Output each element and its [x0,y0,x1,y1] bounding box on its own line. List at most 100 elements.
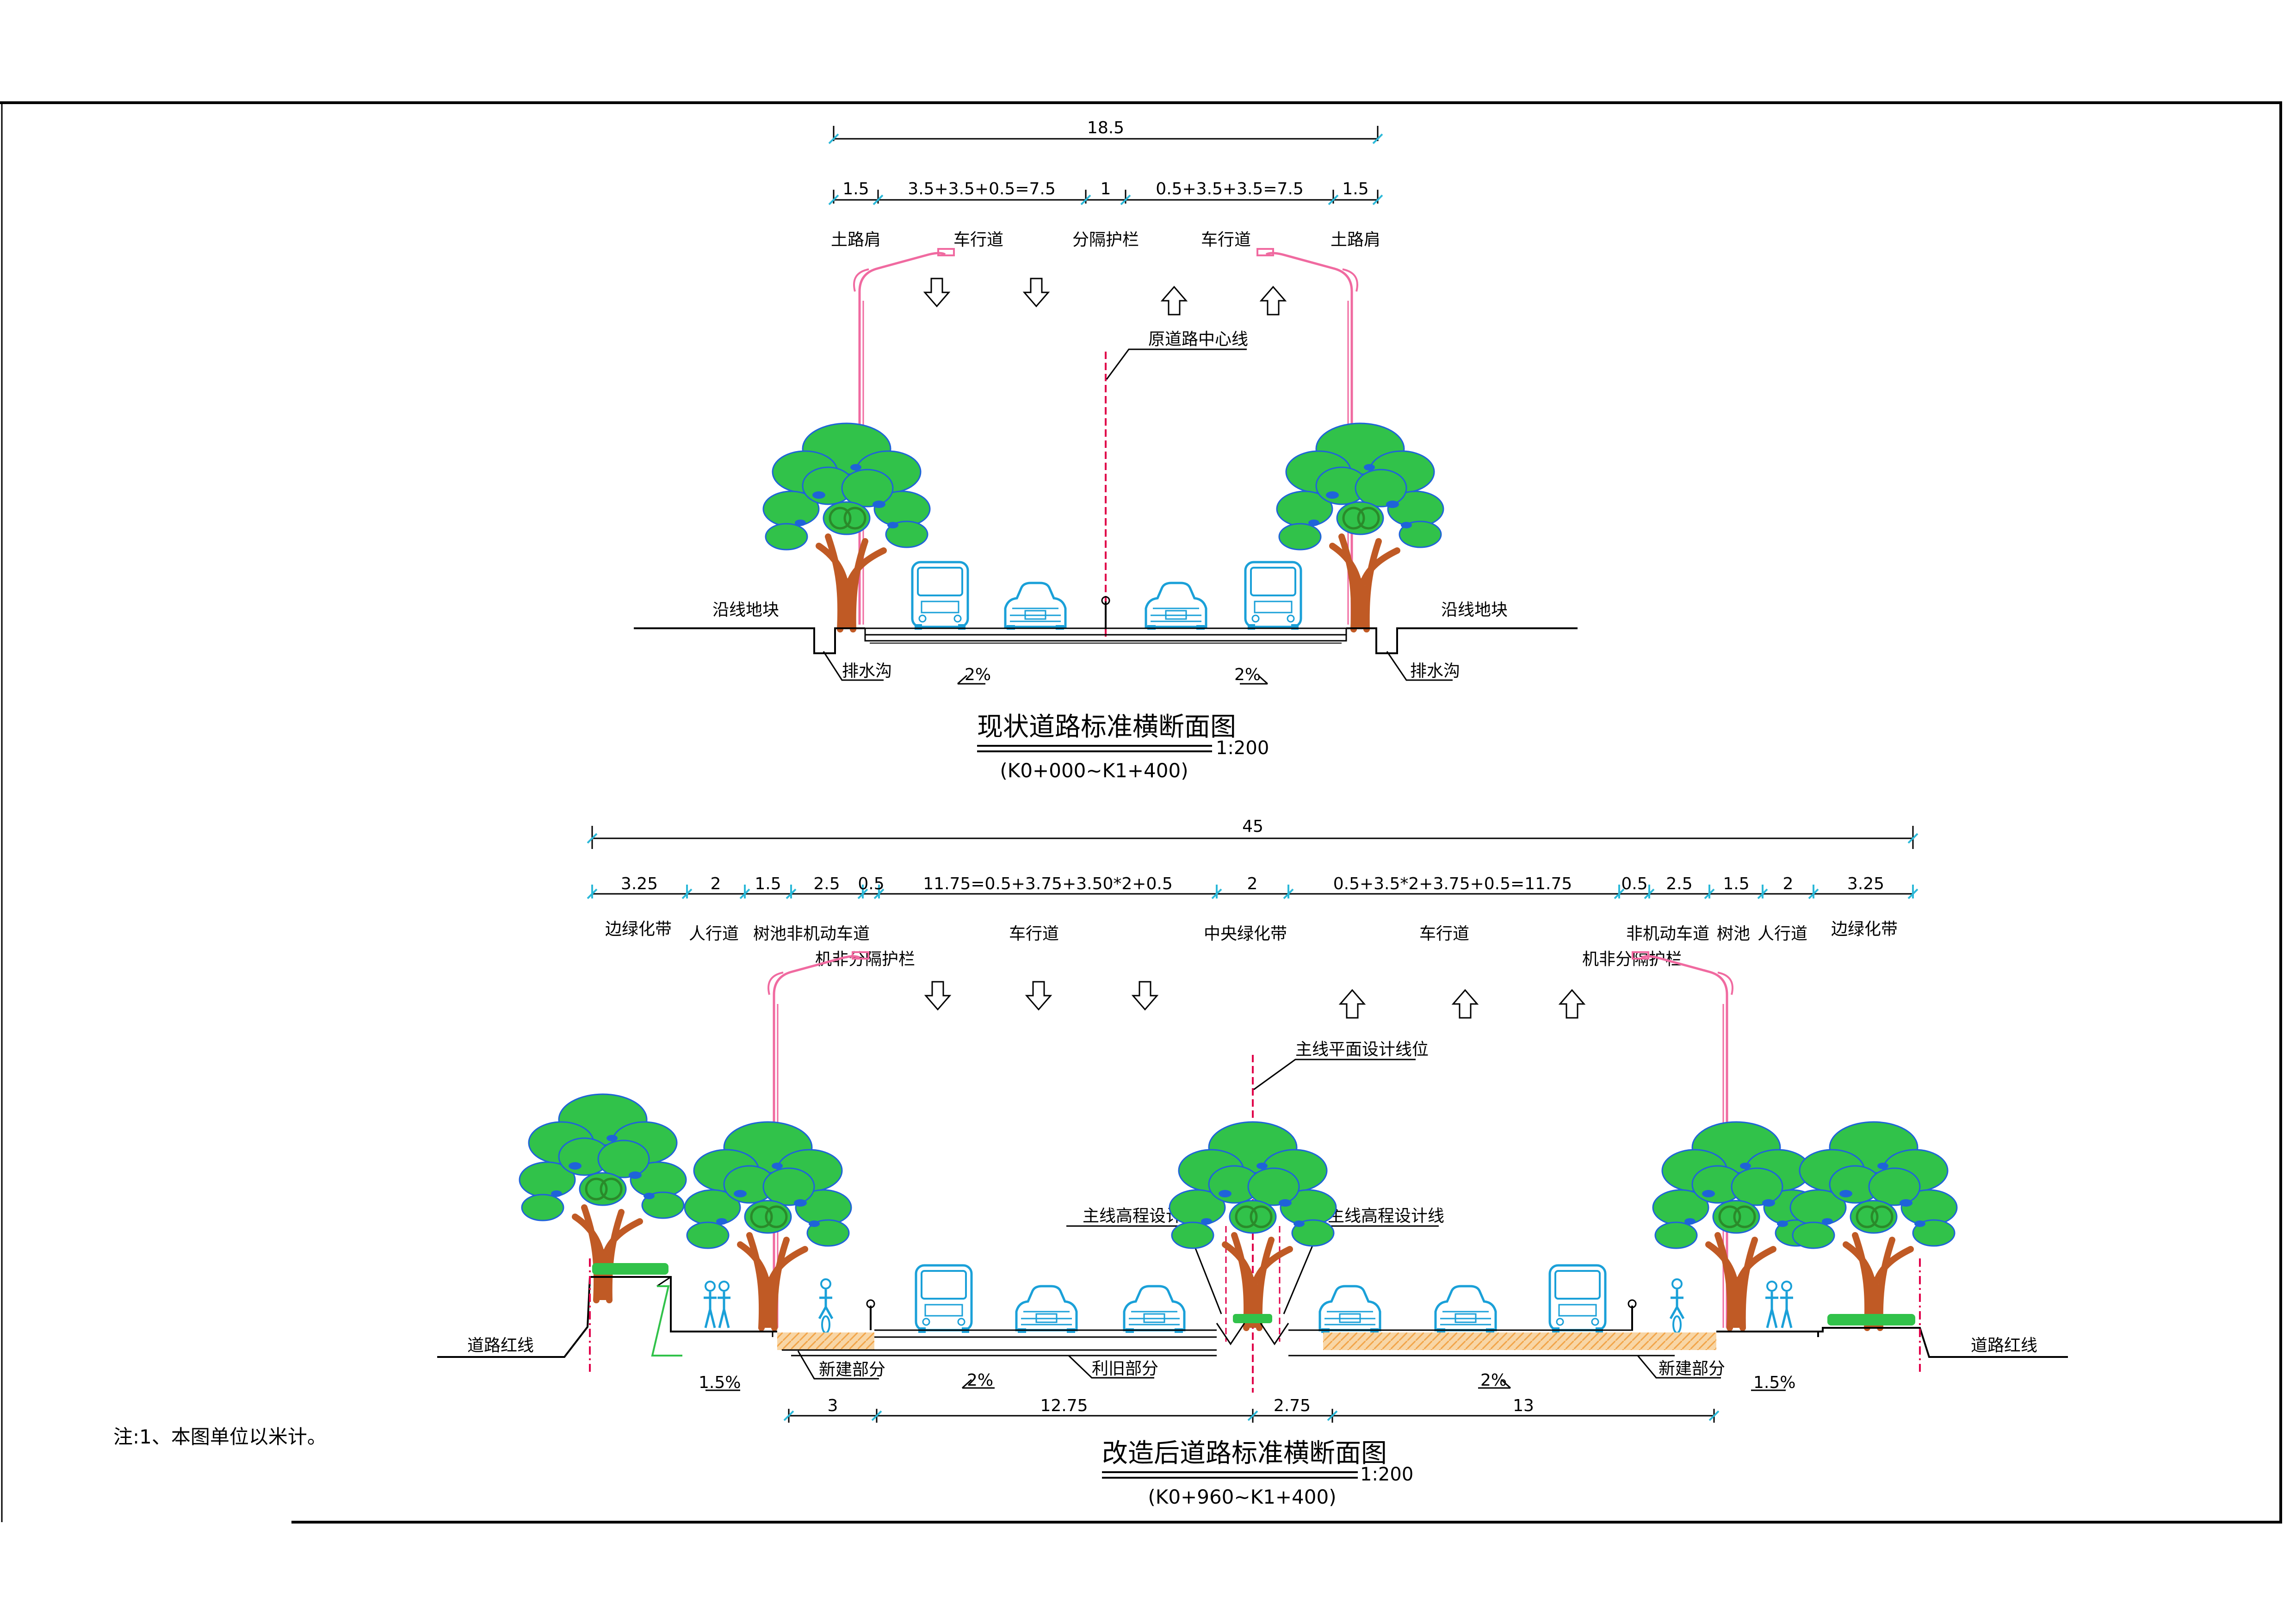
bottom-label-left-walk: 人行道 [689,924,739,943]
bottom-car-right-1 [1320,1286,1380,1333]
bottom-label-left-nonmotor: 非机动车道 [786,924,870,943]
bottom-cyclist-left [819,1279,832,1333]
bottom-label-right-pool: 树池 [1717,924,1750,943]
bottom-new-label-right: 新建部分 [1659,1359,1725,1378]
bottom-pedestrian-left-1 [704,1282,717,1328]
bottom-dim-2: 2 [711,874,721,893]
bottom-arrow-up-1 [1339,989,1365,1019]
bottom-label-left-green: 边绿化带 [605,920,672,939]
top-arrow-up-2 [1260,286,1286,316]
bottom-lower-dim-4: 13 [1513,1396,1534,1415]
bottom-scale: 1:200 [1360,1464,1413,1485]
reconstructed-road-section: 45 3.25 2 1.5 2.5 0.5 11.75=0.5+3.75+3.5… [437,817,2068,1508]
bottom-lower-dim-1: 3 [828,1396,838,1415]
dimension-tick [873,885,885,899]
bottom-direction-arrows [925,981,1585,1019]
bottom-car-left-2 [1124,1286,1184,1333]
bottom-label-right-nonmotor: 非机动车道 [1626,924,1709,943]
bottom-label-left-road: 车行道 [1009,924,1059,943]
bottom-dim-12: 2 [1783,874,1794,893]
bottom-dim-9: 0.5 [1621,874,1647,893]
top-side-labels: 沿线地块 沿线地块 排水沟 排水沟 2% 2% [712,601,1508,685]
top-label-road-right: 车行道 [1201,230,1251,249]
bottom-red-line-right: 道路红线 [1971,1336,2037,1355]
bottom-arrow-up-3 [1559,989,1585,1019]
top-scale: 1:200 [1216,737,1269,759]
bottom-red-line-left: 道路红线 [467,1336,534,1355]
top-dim-road-left: 3.5+3.5+0.5=7.5 [908,180,1056,198]
top-ditch-label-right: 排水沟 [1410,662,1460,681]
dimension-tick [1614,885,1625,899]
bottom-dim-6: 11.75=0.5+3.75+3.50*2+0.5 [923,874,1172,893]
bottom-bus-right [1550,1265,1605,1333]
dimension-tick [1757,885,1768,899]
bottom-new-label-left: 新建部分 [819,1360,885,1379]
bottom-label-right-road: 车行道 [1419,924,1469,943]
bottom-barrier-posts [866,1299,1637,1330]
bottom-dim-5: 0.5 [858,874,884,893]
bottom-dim-8: 0.5+3.5*2+3.75+0.5=11.75 [1333,874,1572,893]
dimension-tick [1907,885,1918,899]
bottom-new-pavement-left [777,1332,874,1350]
top-tree-left [763,423,930,629]
dimension-tick [587,885,598,899]
top-car-left [1005,583,1065,630]
bottom-label-right-walk: 人行道 [1758,924,1807,943]
bottom-label-center-green: 中央绿化带 [1204,924,1287,943]
bottom-arrow-down-2 [1026,981,1052,1010]
bottom-pedestrian-right-2 [1780,1282,1793,1328]
bottom-dim-1: 3.25 [621,874,658,893]
drawing-frame [0,101,2282,1524]
top-centerline: 原道路中心线 [1105,330,1248,638]
top-arrow-down-1 [924,278,950,307]
top-title: 现状道路标准横断面图 [977,712,1236,742]
dimension-tick [786,885,797,899]
bottom-title-block: 改造后道路标准横断面图 1:200 (K0+960~K1+400) [1102,1438,1413,1508]
top-slope-left: 2% [965,665,991,684]
bottom-label-right-green: 边绿化带 [1831,920,1898,939]
dimension-tick [1644,885,1655,899]
bottom-total-width: 45 [1242,817,1263,836]
bottom-segment-dimension: 3.25 2 1.5 2.5 0.5 11.75=0.5+3.75+3.50*2… [587,874,1918,899]
bottom-side-labels: 道路红线 道路红线 1.5% 新建部分 2% 利旧部分 2% 新建部分 1.5% [467,1336,2037,1392]
bottom-lower-dimension: 3 12.75 2.75 13 [783,1396,1720,1423]
bottom-dim-11: 1.5 [1723,874,1749,893]
top-label-shoulder-right: 土路肩 [1331,230,1380,249]
bottom-lower-dim-2: 12.75 [1040,1396,1088,1415]
bottom-label-left-pool: 树池 [753,924,786,943]
top-direction-arrows [924,278,1286,316]
bottom-dim-10: 2.5 [1666,874,1692,893]
bottom-range: (K0+960~K1+400) [1148,1486,1336,1508]
top-centerline-label: 原道路中心线 [1148,330,1248,349]
top-bus-left [912,562,968,630]
top-label-shoulder-left: 土路肩 [831,230,881,249]
dimension-tick [1704,885,1715,899]
dimension-tick [1808,885,1819,899]
top-dim-shoulder-right: 1.5 [1342,180,1368,198]
bottom-arrow-down-1 [925,981,951,1010]
top-arrow-up-1 [1161,286,1187,316]
top-lane-labels: 土路肩 车行道 分隔护栏 车行道 土路肩 [831,230,1380,249]
top-overall-dimension: 18.5 [828,118,1383,144]
dimension-tick [681,885,693,899]
dimension-tick [739,885,750,899]
top-car-right [1146,583,1206,630]
top-plot-label-right: 沿线地块 [1441,601,1508,619]
top-ditch-label-left: 排水沟 [842,662,892,681]
top-range: (K0+000~K1+400) [1000,759,1188,782]
bottom-lane-labels: 边绿化带 人行道 树池 非机动车道 机非分隔护栏 车行道 中央绿化带 车行道 非… [605,920,1898,969]
bottom-dim-4: 2.5 [813,874,840,893]
drawing-note: 注:1、本图单位以米计。 [113,1425,327,1448]
bottom-dim-13: 3.25 [1847,874,1884,893]
bottom-tree-median [1170,1122,1336,1328]
bottom-elev-label-right: 主线高程设计线 [1328,1207,1444,1226]
top-plot-label-left: 沿线地块 [712,601,779,619]
bottom-new-pavement-right [1323,1332,1716,1350]
bottom-bus-left [916,1265,972,1333]
top-arrow-down-2 [1023,278,1049,307]
bottom-ground-profile [437,1258,2068,1372]
dimension-tick [857,885,868,899]
existing-road-section: 18.5 1.5 3.5+3.5+0.5=7.5 1 0.5+3.5+3.5=7… [634,118,1578,782]
top-label-barrier: 分隔护栏 [1072,230,1139,249]
